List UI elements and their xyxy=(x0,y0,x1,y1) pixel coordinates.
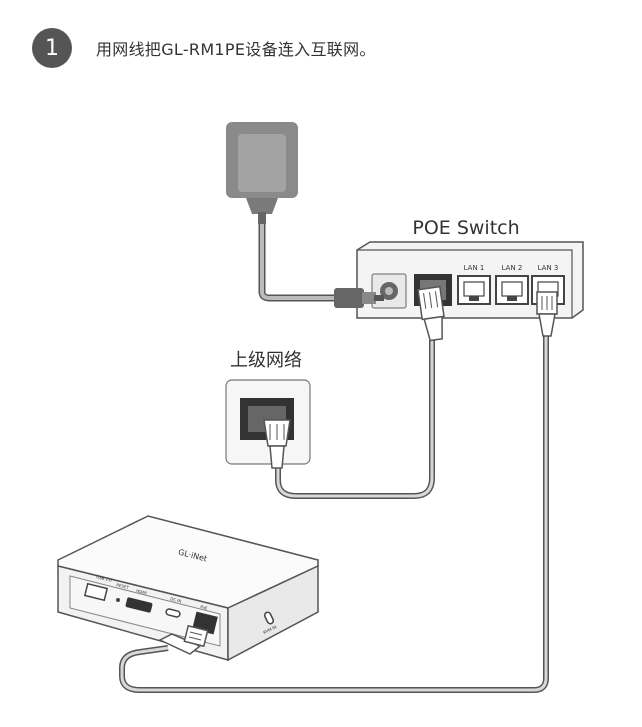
power-plug xyxy=(334,288,384,308)
step-header: 1 用网线把GL-RM1PE设备连入互联网。 xyxy=(32,28,376,68)
usb-port-label: USB 2.0 xyxy=(96,574,113,583)
uplink-plug xyxy=(417,285,445,342)
dc-in-label: DC IN xyxy=(170,596,182,604)
kvm-in-port xyxy=(263,611,275,625)
usb-port xyxy=(83,582,109,602)
lan-port-1 xyxy=(457,275,491,305)
upstream-label: 上级网络 xyxy=(230,350,302,371)
dc-in-port xyxy=(165,608,181,618)
kvm-in-label: KVM IN xyxy=(262,624,277,635)
hdmi-label: HDMI xyxy=(136,588,148,595)
step-instruction: 用网线把GL-RM1PE设备连入互联网。 xyxy=(96,40,376,59)
switch-title: POE Switch xyxy=(412,217,519,239)
lan-port-3-label: LAN 3 xyxy=(538,264,559,272)
lan-port-2-label: LAN 2 xyxy=(502,264,523,272)
step-number-badge: 1 xyxy=(32,28,72,68)
reset-label: RESET xyxy=(116,582,130,590)
lan3-plug xyxy=(536,291,558,337)
reset-button xyxy=(116,598,120,602)
lan-port-1-label: LAN 1 xyxy=(464,264,485,272)
poe-label: PoE xyxy=(200,604,209,611)
poe-switch: LAN 1 LAN 2 LAN 3 xyxy=(356,241,584,319)
device-plug xyxy=(158,624,209,655)
power-adapter xyxy=(226,122,298,224)
power-cable xyxy=(258,216,344,302)
lan-port-2 xyxy=(495,275,529,305)
hdmi-port xyxy=(125,597,153,613)
upstream-plug xyxy=(263,419,291,469)
